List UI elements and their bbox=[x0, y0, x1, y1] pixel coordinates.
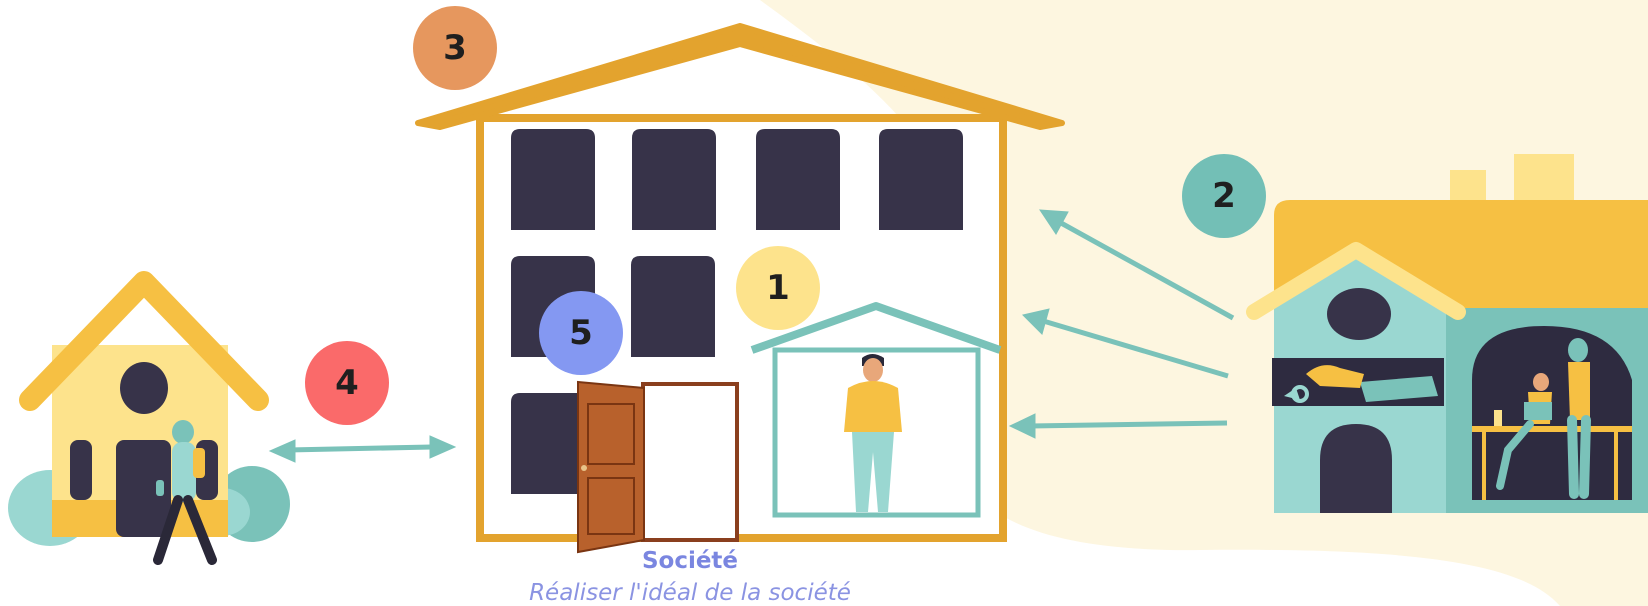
step-badge-1: 1 bbox=[736, 246, 820, 330]
handshake-keys-icon bbox=[1272, 358, 1444, 406]
step-badge-5: 5 bbox=[539, 291, 623, 375]
step-badge-2: 2 bbox=[1182, 154, 1266, 238]
caption-title: Société bbox=[460, 548, 920, 574]
step-badge-4: 4 bbox=[305, 341, 389, 425]
step-badge-3: 3 bbox=[413, 6, 497, 90]
arrow-icon bbox=[270, 436, 455, 462]
open-door-icon bbox=[578, 382, 737, 552]
small-house-icon bbox=[8, 282, 290, 546]
caption-subtitle: Réaliser l'idéal de la société bbox=[460, 580, 920, 606]
